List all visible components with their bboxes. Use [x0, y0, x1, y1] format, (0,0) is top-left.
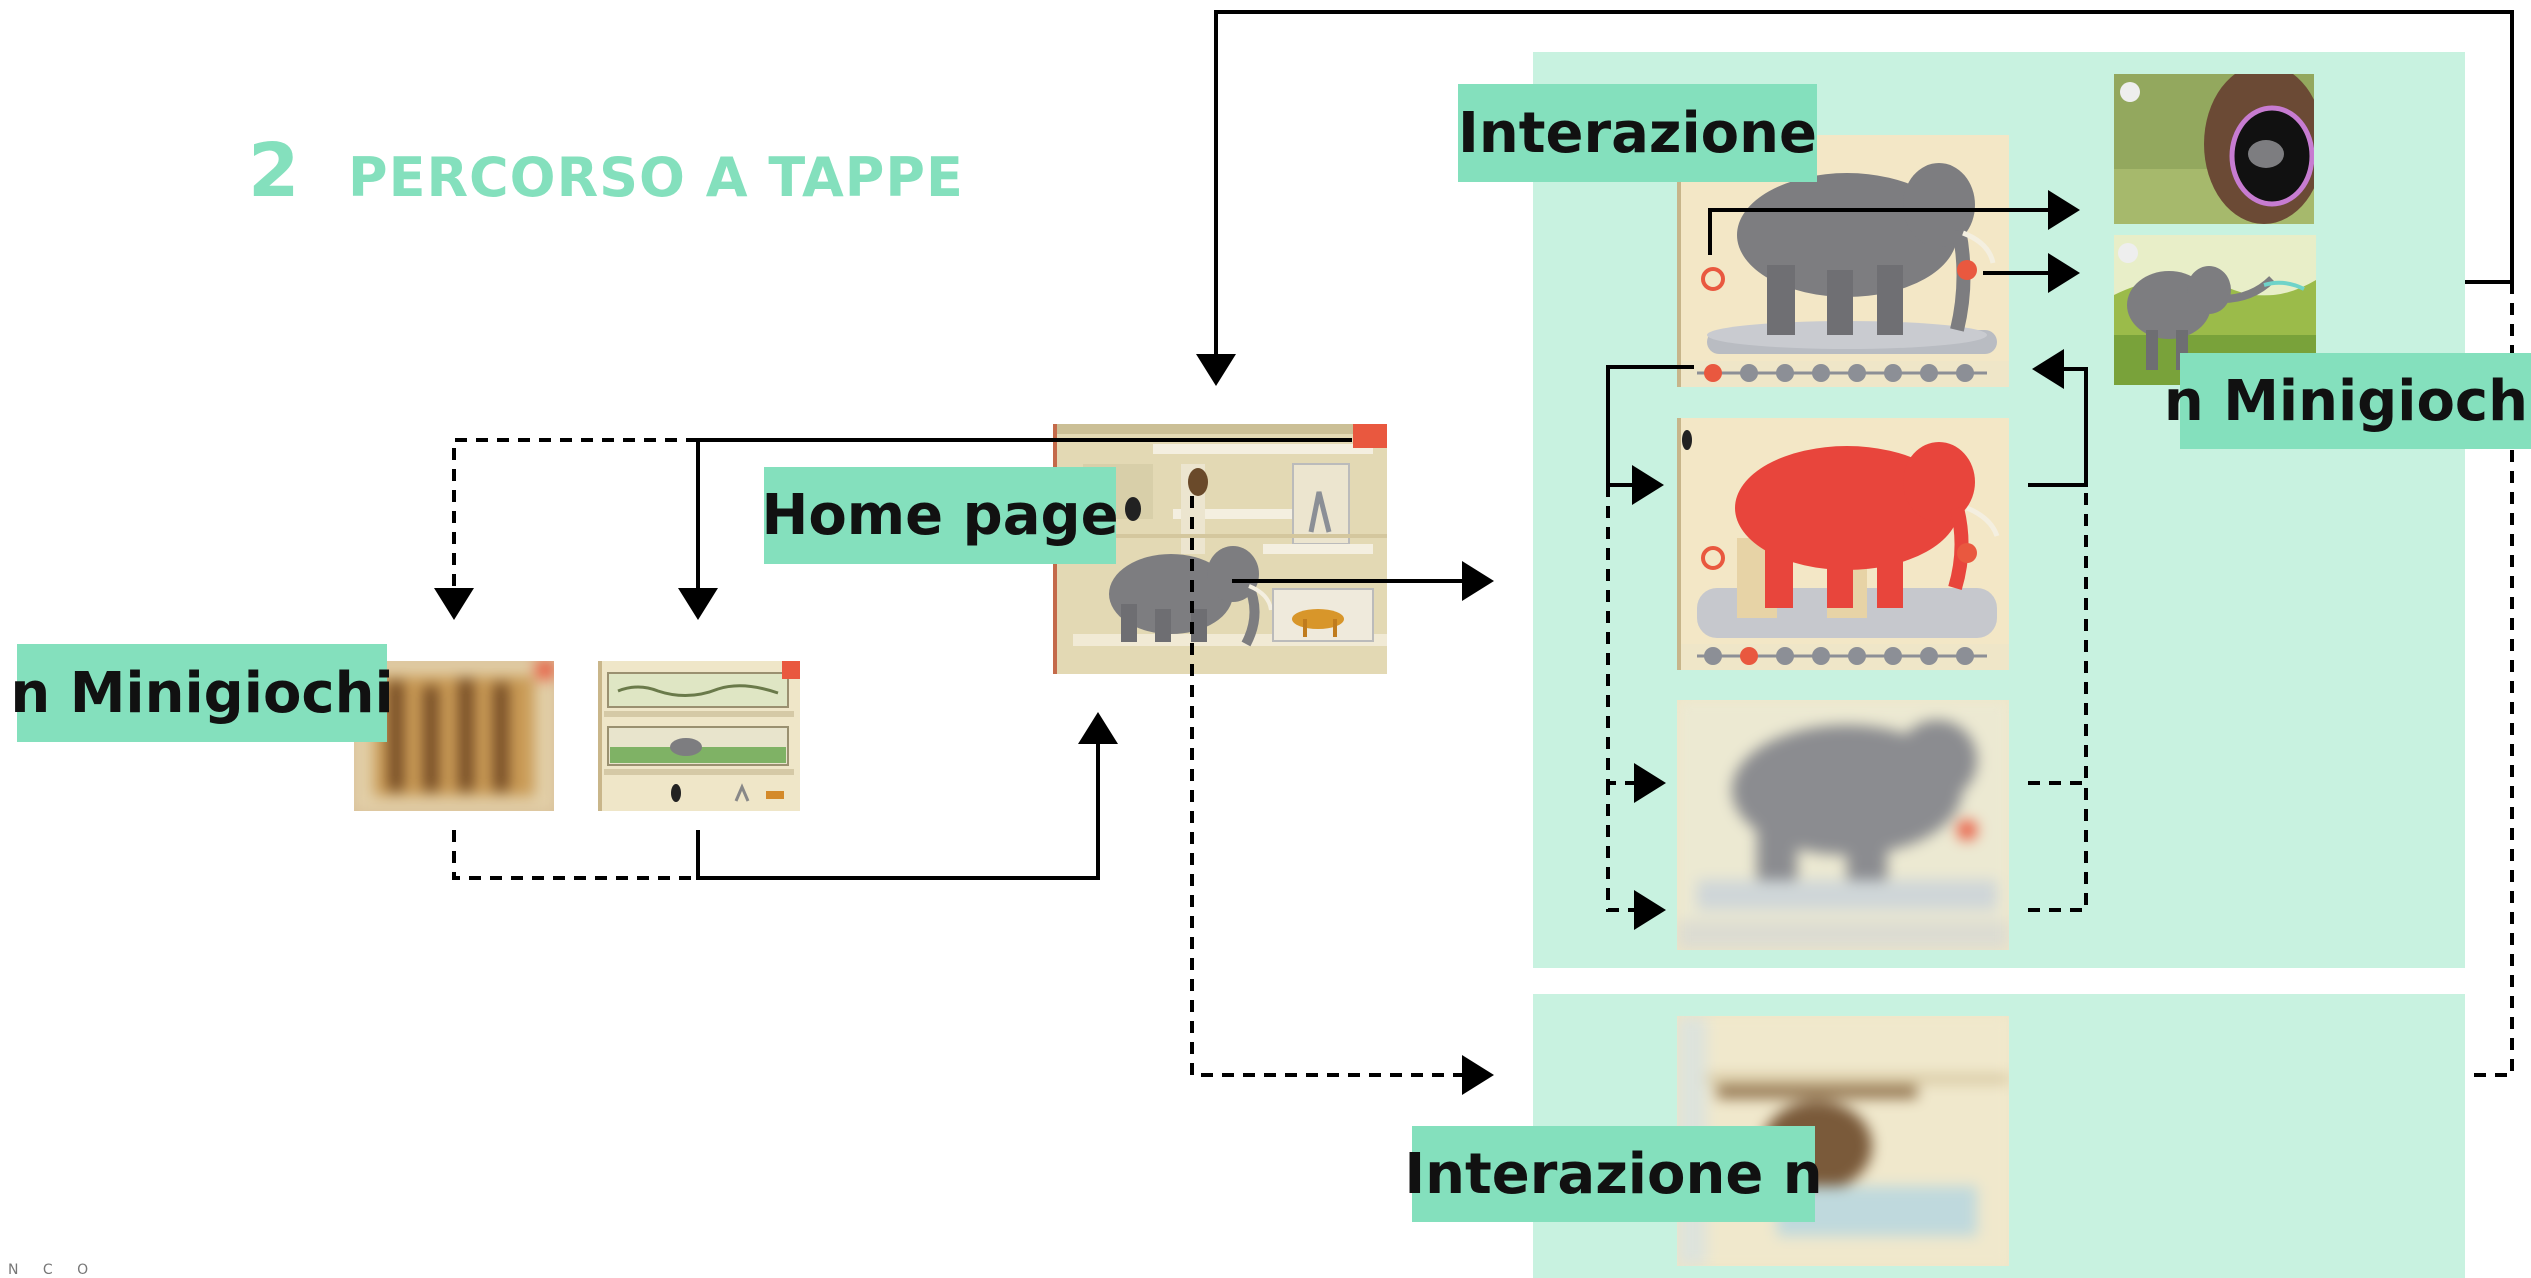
minigame-thumbnail-womb: [2114, 74, 2314, 224]
section-title: PERCORSO A TAPPE: [348, 146, 964, 209]
label-home-page: Home page: [761, 467, 1119, 564]
dashed-home-to-minigame: [434, 438, 698, 620]
interaction-screen-gray-elephant: [1677, 135, 2009, 387]
dashed-minigame-return: [452, 830, 698, 880]
label-minigiochi-right: n Minigiochi: [2164, 353, 2531, 449]
interaction-n-screen-blurred: [1677, 1016, 2009, 1266]
label-minigiochi-left: n Minigiochi: [10, 644, 394, 742]
interaction-screen-blurred: [1677, 700, 2009, 950]
footer-mark: N C O: [8, 1262, 99, 1278]
arrow-minigames-to-home: [1196, 10, 2514, 386]
dashed-blurred-return-2: [2028, 783, 2088, 912]
minigame-thumbnail-shelves: [598, 661, 800, 811]
dashed-to-blurred-screen-2: [1606, 783, 1666, 930]
dashed-right-return: [2470, 282, 2514, 1077]
arrow-interaction-to-minigame-1: [1708, 190, 2080, 255]
arrow-screen1-to-screen2: [1606, 365, 1694, 505]
arrow-screen2-to-screen1: [2028, 349, 2088, 487]
section-number: 2: [248, 128, 300, 214]
dashed-blurred-return: [2028, 485, 2088, 785]
label-interazione: Interazione: [1458, 84, 1817, 182]
interaction-screen-red-elephant: [1677, 418, 2009, 670]
arrow-minigame-to-home: [696, 712, 1118, 880]
minigame-thumbnail-blurred: [354, 661, 554, 811]
dashed-home-to-interaction-n: [1190, 496, 1494, 1095]
dashed-to-blurred-screen-1: [1606, 485, 1666, 803]
label-interazione-n: Interazione n: [1404, 1126, 1823, 1222]
